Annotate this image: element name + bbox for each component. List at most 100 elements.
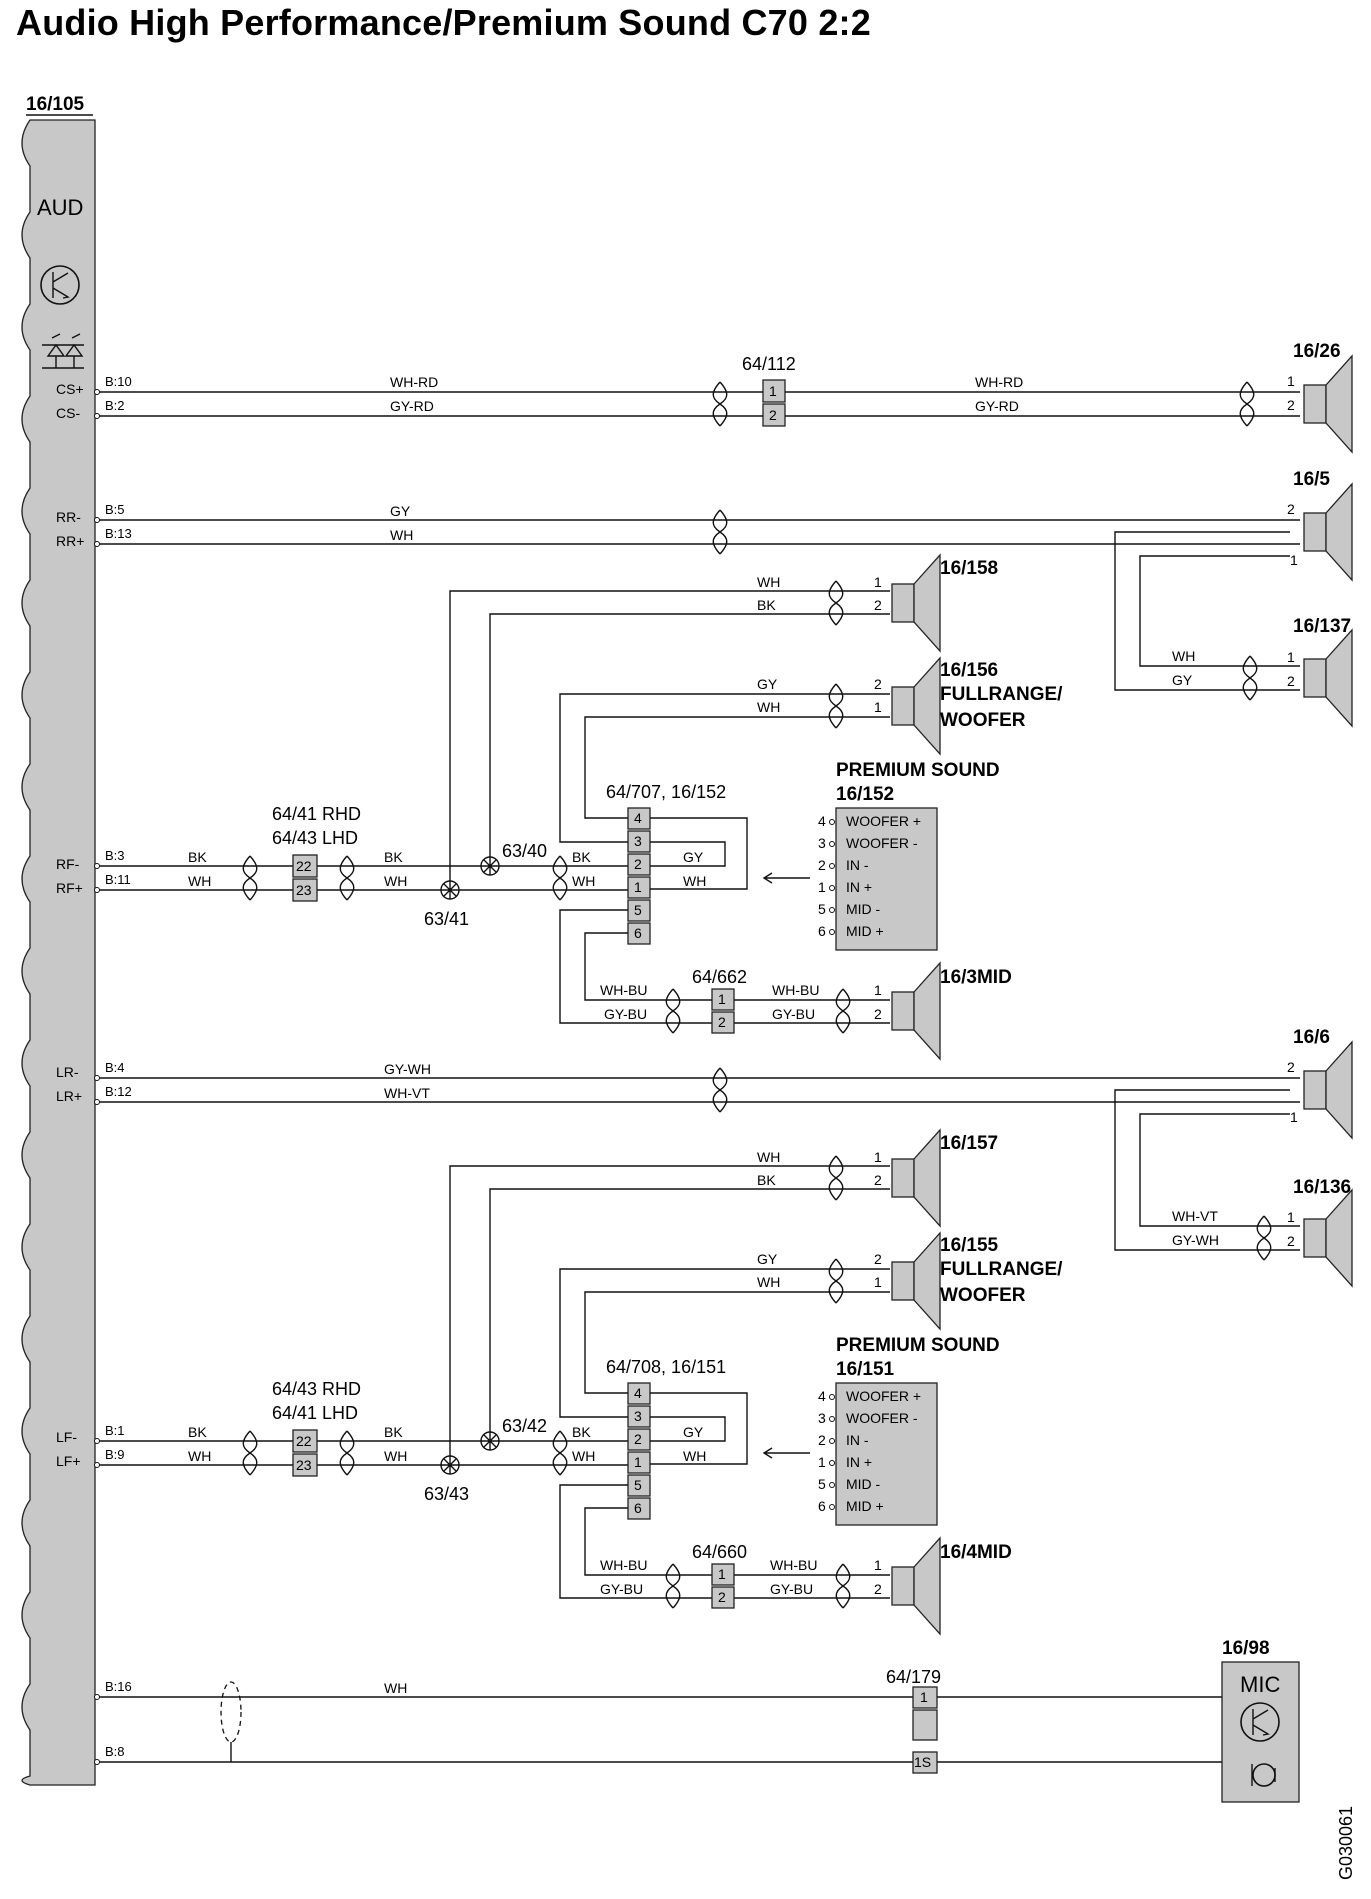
pin-number: 6 [634, 925, 642, 941]
pin-number: 23 [296, 882, 312, 898]
premium-sound-box [835, 1382, 938, 1526]
wire-color: WH [572, 873, 595, 889]
premium-pin-label: IN + [846, 1454, 872, 1470]
speaker-icon [1303, 629, 1353, 727]
pin-number: 2 [718, 1589, 726, 1605]
wire-color: BK [757, 597, 776, 613]
speaker-label: FULLRANGE/ [940, 1259, 1063, 1280]
module-name: AUD [37, 195, 83, 220]
speaker-label: 16/158 [940, 558, 998, 579]
pin-number: 22 [296, 1433, 312, 1449]
cs-circuit: B:10 B:2 WH-RD GY-RD 64/112 1 2 WH-RD GY… [94, 341, 1353, 453]
wire-color: WH-RD [975, 374, 1023, 390]
pin-number: 1 [634, 1454, 642, 1470]
pin-number: 5 [634, 1477, 642, 1493]
wire-color: BK [572, 1424, 591, 1440]
pin-number: 1 [1287, 373, 1295, 389]
pin-rr-minus: RR- [56, 509, 81, 525]
rr-circuit: B:5 B:13 GY WH 2 1 16/5 WH GY 1 2 16/137 [94, 469, 1353, 727]
pin-terminal [829, 863, 835, 869]
premium-pin-number: 3 [818, 1410, 826, 1426]
pin-terminal [829, 1394, 835, 1400]
connector-label: 64/660 [692, 1542, 747, 1562]
pin-terminal [829, 1460, 835, 1466]
pin-lf-plus: LF+ [56, 1453, 81, 1469]
wire-color: WH [384, 1448, 407, 1464]
speaker-label: WOOFER [940, 1285, 1026, 1306]
premium-pin-label: WOOFER - [846, 1410, 918, 1426]
pin-number: 1 [920, 1689, 928, 1705]
wire-color: WH [757, 1274, 780, 1290]
speaker-label: 16/26 [1293, 341, 1341, 362]
connector-label: 64/179 [886, 1667, 941, 1687]
page-title: Audio High Performance/Premium Sound C70… [16, 2, 871, 43]
pin-number: B:16 [105, 1679, 132, 1694]
aud-module: 16/105 AUD [21, 94, 96, 1786]
pin-cs-minus: CS- [56, 405, 80, 421]
wire-color: GY [683, 849, 704, 865]
wire-color: BK [384, 849, 403, 865]
wire-color: GY-BU [604, 1006, 647, 1022]
pin-number: 2 [1287, 1233, 1295, 1249]
wire-color: WH-BU [600, 1557, 647, 1573]
premium-pin-number: 6 [818, 923, 826, 939]
pin-terminal [829, 907, 835, 913]
wire-color: GY [1172, 672, 1193, 688]
speaker-label: 16/5 [1293, 469, 1330, 490]
connector-label: 64/43 LHD [272, 828, 358, 848]
pin-number: 4 [634, 1385, 642, 1401]
pin-number: B:13 [105, 526, 132, 541]
speaker-label: 16/136 [1293, 1177, 1351, 1198]
pin-number: 1 [718, 1566, 726, 1582]
figure-code: G030061 [1336, 1806, 1356, 1880]
pin-number: 3 [634, 1408, 642, 1424]
pin-number: 1 [1290, 1109, 1298, 1125]
pin-number: B:2 [105, 398, 125, 413]
pin-number: B:5 [105, 502, 125, 517]
pin-number: B:4 [105, 1060, 125, 1075]
pin-number: 2 [874, 676, 882, 692]
wire-color: WH [757, 574, 780, 590]
connector-label: 64/41 RHD [272, 804, 361, 824]
pin-number: 2 [1287, 673, 1295, 689]
pin-number: 6 [634, 1500, 642, 1516]
pin-number: 2 [634, 1431, 642, 1447]
pin-number: 1 [874, 1149, 882, 1165]
wire-color: GY-RD [390, 398, 434, 414]
pin-number: 1 [874, 982, 882, 998]
premium-pin-label: MID + [846, 1498, 884, 1514]
module-pin-labels: CS+ CS- RR- RR+ RF- RF+ LR- LR+ LF- LF+ [56, 381, 84, 1469]
mic-ref: 16/98 [1222, 1638, 1270, 1659]
premium-pin-number: 6 [818, 1498, 826, 1514]
wire-color: WH [683, 1448, 706, 1464]
speaker-icon [891, 554, 941, 652]
pin-number: 1S [914, 1754, 931, 1770]
premium-pin-number: 4 [818, 1388, 826, 1404]
pin-rf-plus: RF+ [56, 880, 83, 896]
wire-color: GY-WH [1172, 1232, 1219, 1248]
pin-number: B:3 [105, 848, 125, 863]
speaker-icon [1303, 483, 1353, 581]
connector-64-707: 4 3 2 1 5 6 [627, 807, 651, 945]
connector-label: 64/41 LHD [272, 1403, 358, 1423]
wire-color: WH-VT [384, 1085, 430, 1101]
wire-color: WH-BU [600, 982, 647, 998]
shield-icon [220, 1681, 242, 1743]
pin-number: 22 [296, 858, 312, 874]
speaker-label: 16/137 [1293, 616, 1351, 637]
wire-color: BK [188, 1424, 207, 1440]
module-ref: 16/105 [26, 94, 85, 115]
premium-pin-number: 2 [818, 1432, 826, 1448]
splice-label: 63/41 [424, 909, 469, 929]
speaker-label: 16/156 [940, 660, 998, 681]
speaker-icon [1303, 1189, 1353, 1287]
pin-number: 1 [769, 383, 777, 399]
pin-number: 2 [874, 1006, 882, 1022]
pin-number: 5 [634, 902, 642, 918]
wire-color: WH [188, 873, 211, 889]
pin-number: B:12 [105, 1084, 132, 1099]
pin-terminal [829, 1416, 835, 1422]
